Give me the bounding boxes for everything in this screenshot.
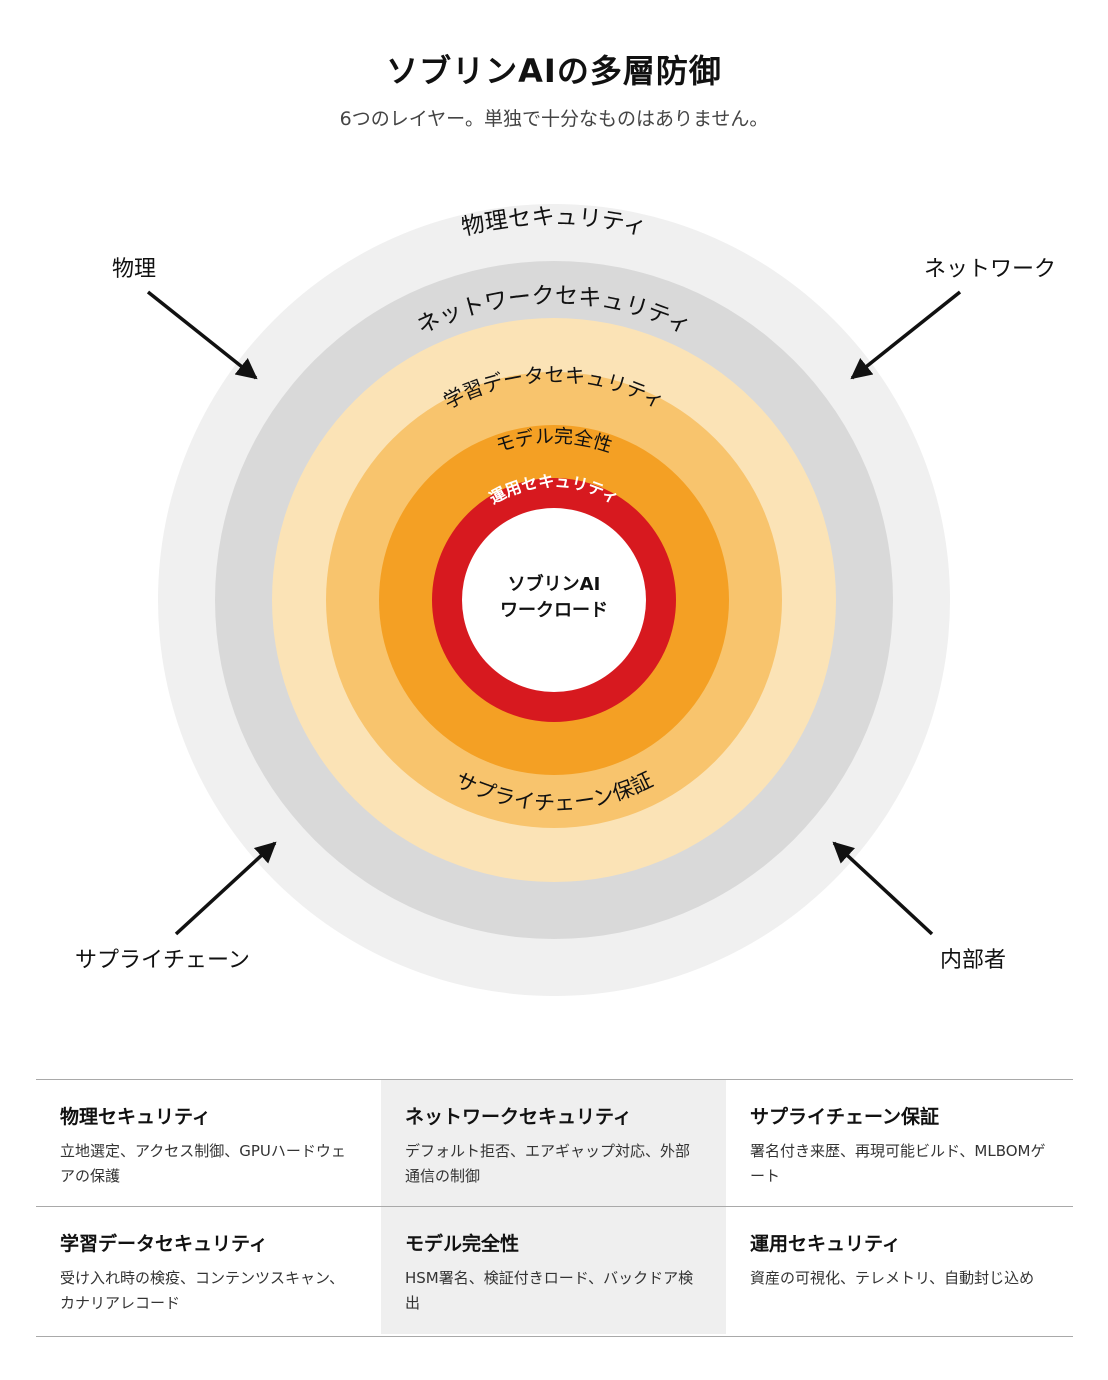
layer-card-desc: 立地選定、アクセス制御、GPUハードウェアの保護 (60, 1142, 346, 1185)
layer-card-operational: 運用セキュリティ 資産の可視化、テレメトリ、自動封じ込め (726, 1207, 1073, 1334)
layer-card-network: ネットワークセキュリティ デフォルト拒否、エアギャップ対応、外部通信の制御 (381, 1080, 726, 1207)
layer-card-desc: 資産の可視化、テレメトリ、自動封じ込め (750, 1269, 1035, 1287)
layer-card-title: 物理セキュリティ (60, 1106, 211, 1128)
core-circle (462, 508, 646, 692)
arrow-network (850, 290, 962, 380)
layer-card-desc: 署名付き来歴、再現可能ビルド、MLBOMゲート (750, 1142, 1046, 1185)
defense-layers-diagram: 物理セキュリティ ネットワークセキュリティ 学習データセキュリティ モデル完全性… (146, 204, 962, 996)
layer-card-model-integrity: モデル完全性 HSM署名、検証付きロード、バックドア検出 (381, 1207, 726, 1334)
layer-card-title: モデル完全性 (405, 1233, 520, 1255)
page-title: ソブリンAIの多層防御 (386, 52, 722, 90)
layer-card-title: 学習データセキュリティ (60, 1233, 268, 1255)
layer-card-supply-chain: サプライチェーン保証 署名付き来歴、再現可能ビルド、MLBOMゲート (726, 1080, 1073, 1207)
layer-card-desc: デフォルト拒否、エアギャップ対応、外部通信の制御 (405, 1142, 691, 1185)
threat-label-insider: 内部者 (940, 948, 1007, 973)
page-subtitle: 6つのレイヤー。単独で十分なものはありません。 (339, 108, 769, 130)
arrow-insider (832, 841, 934, 936)
core-label-line2: ワークロード (500, 600, 608, 621)
layer-card-title: サプライチェーン保証 (750, 1106, 940, 1128)
threat-label-supply-chain: サプライチェーン (75, 948, 250, 973)
core-label-line1: ソブリンAI (508, 573, 601, 595)
layer-card-physical: 物理セキュリティ 立地選定、アクセス制御、GPUハードウェアの保護 (36, 1080, 381, 1207)
threat-label-physical: 物理 (112, 257, 157, 282)
arrow-physical (146, 290, 258, 380)
layer-card-title: 運用セキュリティ (750, 1233, 901, 1255)
layer-card-training-data: 学習データセキュリティ 受け入れ時の検疫、コンテンツスキャン、カナリアレコード (36, 1207, 381, 1334)
layer-card-desc: 受け入れ時の検疫、コンテンツスキャン、カナリアレコード (60, 1269, 345, 1312)
layer-card-desc: HSM署名、検証付きロード、バックドア検出 (405, 1269, 694, 1312)
layer-description-table: 物理セキュリティ 立地選定、アクセス制御、GPUハードウェアの保護 ネットワーク… (36, 1079, 1073, 1337)
threat-label-network: ネットワーク (924, 257, 1057, 282)
layer-card-title: ネットワークセキュリティ (405, 1106, 632, 1128)
arrow-supply-chain (174, 841, 277, 936)
